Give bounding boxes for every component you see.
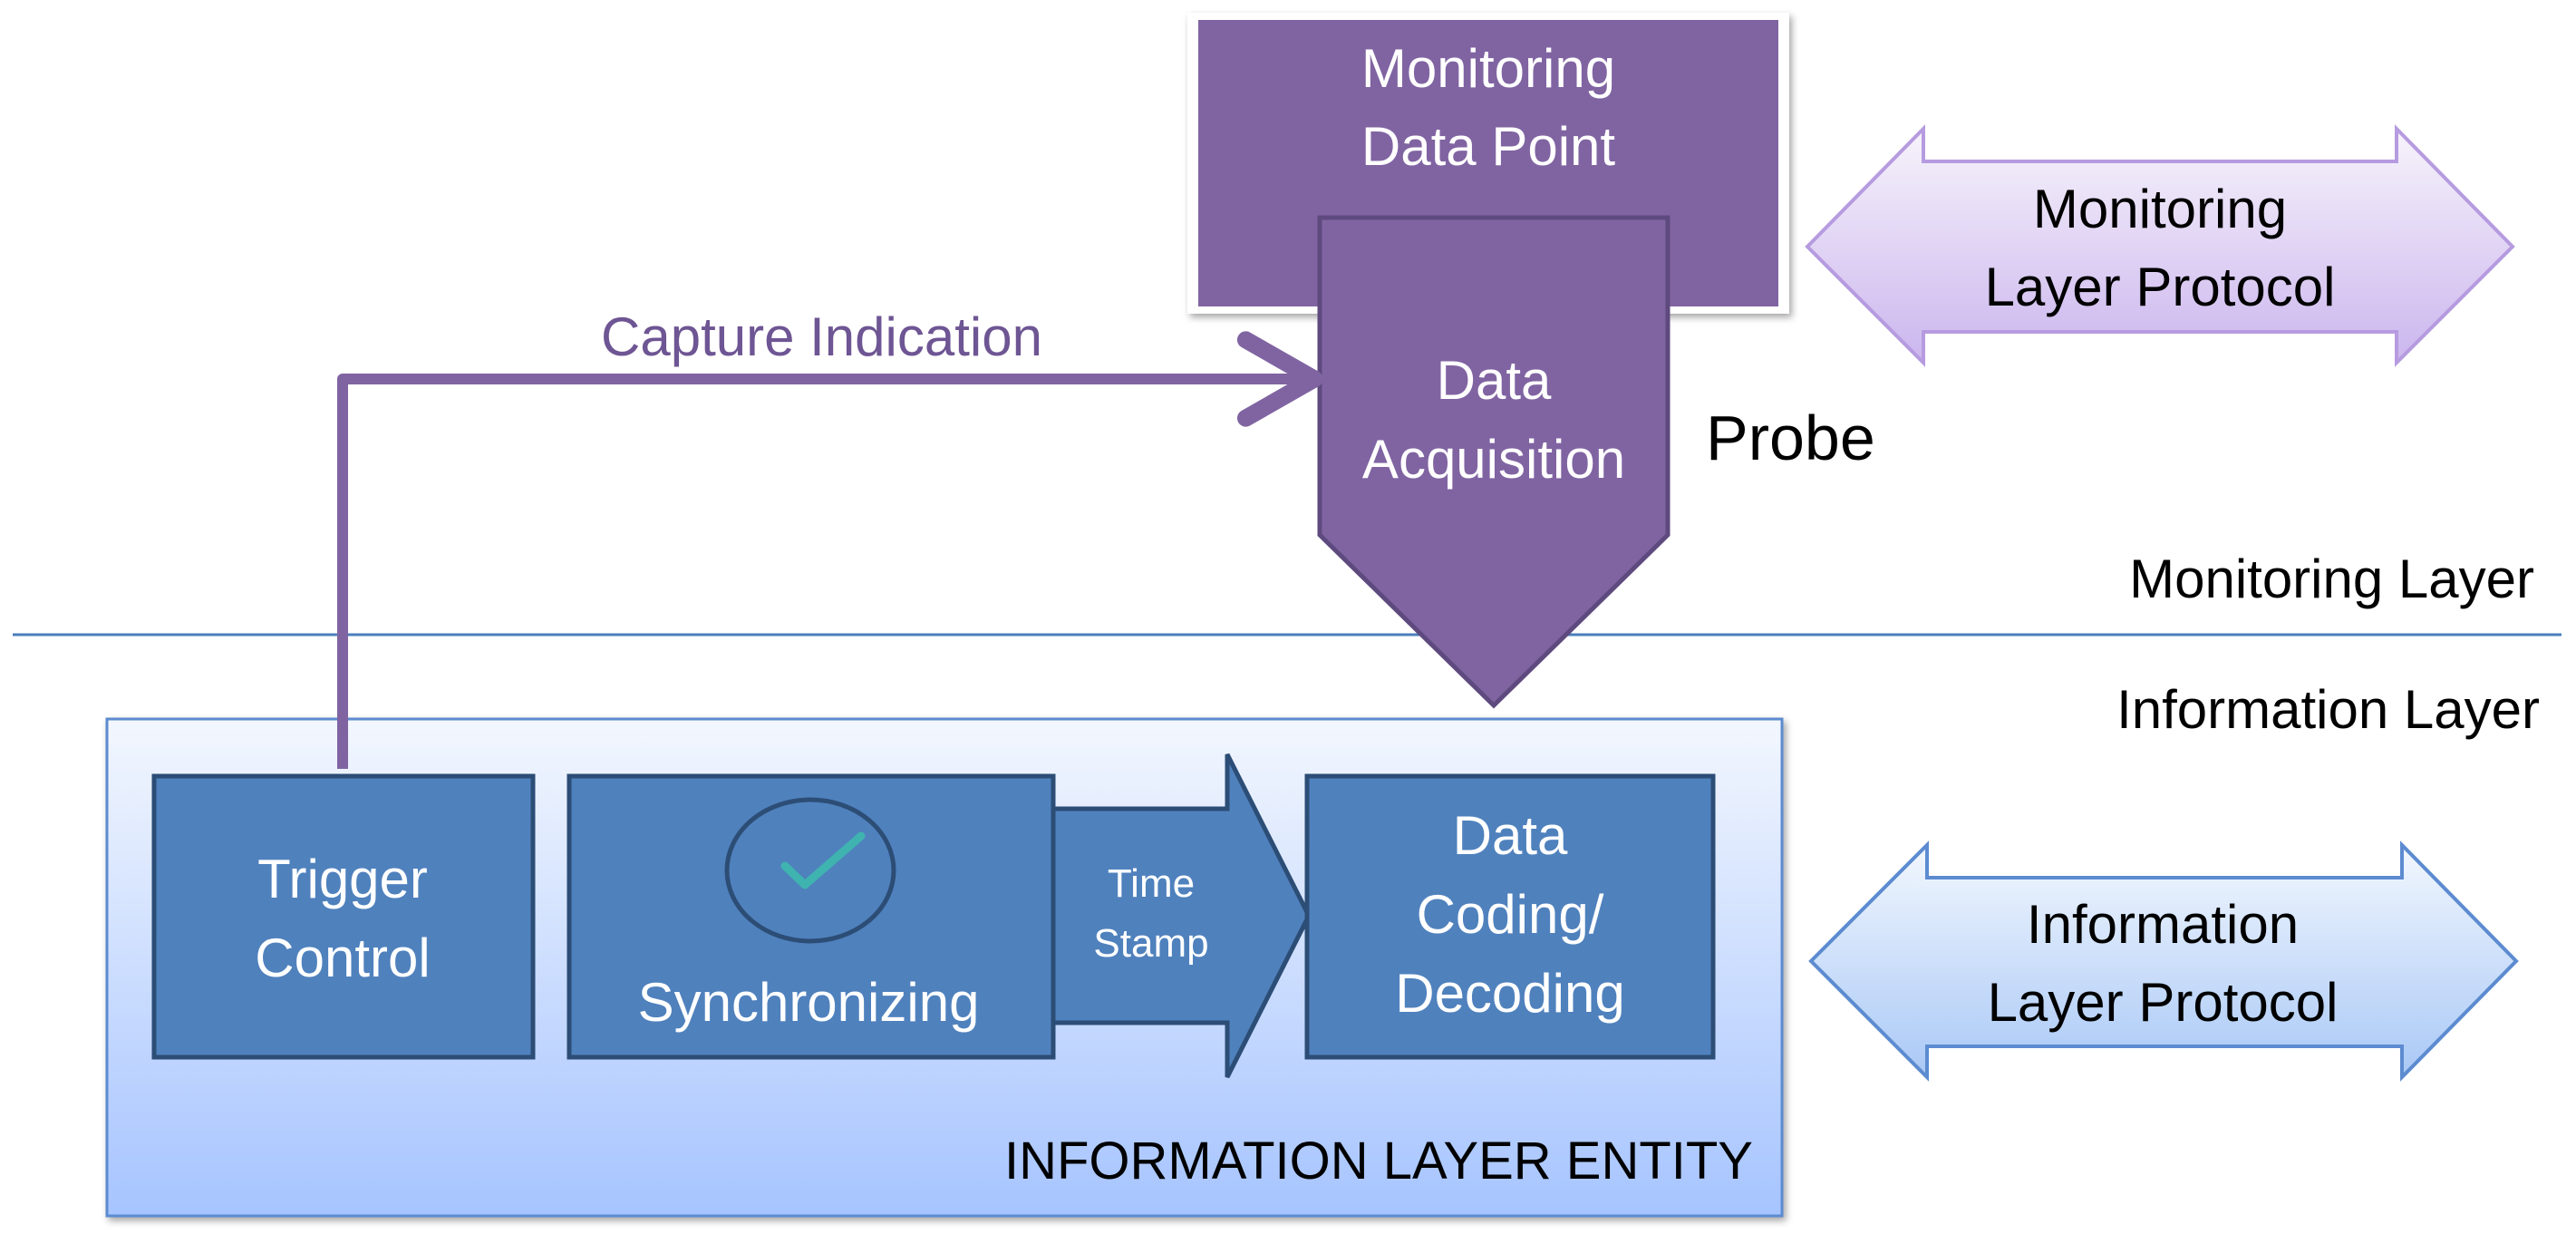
monitoring-data-point-line1: Monitoring [1361, 38, 1615, 99]
data-acquisition-line1: Data [1437, 350, 1552, 411]
time-stamp-arrow [1049, 753, 1312, 1079]
data-coding-line2: Coding/ [1417, 884, 1604, 945]
information-layer-label: Information Layer [2116, 679, 2540, 740]
information-layer-entity-label: INFORMATION LAYER ENTITY [1004, 1132, 1753, 1190]
time-stamp-line1: Time [1108, 861, 1195, 906]
synchronizing-box: Synchronizing Time Stamp [567, 753, 1312, 1079]
clock-check-icon [724, 797, 896, 944]
monitoring-data-point-line2: Data Point [1361, 116, 1615, 177]
monitoring-layer-protocol-line2: Layer Protocol [1985, 257, 2336, 317]
data-coding-line1: Data [1453, 805, 1568, 866]
capture-indication-connector: Capture Indication [337, 306, 1323, 769]
data-acquisition-probe: Data Acquisition [1317, 215, 1671, 709]
data-acquisition-line2: Acquisition [1362, 429, 1625, 490]
trigger-control-box: Trigger Control [151, 773, 536, 1060]
data-coding-line3: Decoding [1395, 963, 1625, 1024]
trigger-control-line2: Control [255, 928, 430, 988]
monitoring-layer-protocol-line1: Monitoring [2033, 179, 2287, 239]
monitoring-layer-protocol-arrow: Monitoring Layer Protocol [1805, 124, 2515, 367]
data-coding-decoding-box: Data Coding/ Decoding [1304, 773, 1716, 1060]
information-layer-protocol-line1: Information [2027, 894, 2299, 955]
capture-indication-label: Capture Indication [601, 306, 1042, 367]
synchronizing-label: Synchronizing [638, 972, 980, 1033]
probe-label: Probe [1706, 403, 1875, 473]
information-layer-protocol-arrow: Information Layer Protocol [1808, 840, 2519, 1082]
trigger-control-line1: Trigger [257, 849, 428, 909]
information-layer-protocol-line2: Layer Protocol [1988, 972, 2339, 1033]
time-stamp-line2: Stamp [1093, 921, 1208, 966]
monitoring-layer-label: Monitoring Layer [2129, 549, 2534, 609]
